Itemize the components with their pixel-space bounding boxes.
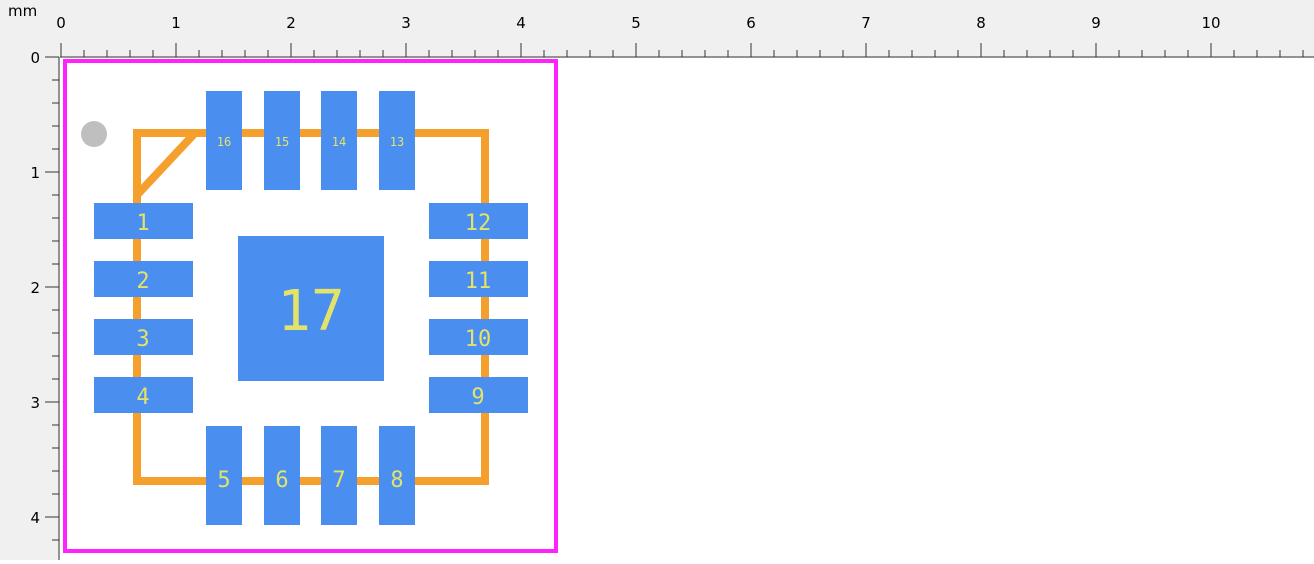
pad-2[interactable] xyxy=(94,261,193,297)
pad-6-label: 6 xyxy=(275,468,288,493)
pad-6[interactable] xyxy=(264,426,300,525)
pad-16[interactable] xyxy=(206,91,242,190)
pad-11-label: 11 xyxy=(465,269,492,294)
pad-8[interactable] xyxy=(379,426,415,525)
y-label-0: 0 xyxy=(30,49,40,67)
silkscreen-body xyxy=(133,129,489,485)
top-ruler xyxy=(0,0,1314,58)
pad-11[interactable] xyxy=(429,261,528,297)
x-label-3: 3 xyxy=(401,14,411,32)
pad-1-label: 1 xyxy=(136,211,149,236)
pad-7-label: 7 xyxy=(332,468,345,493)
pad-5[interactable] xyxy=(206,426,242,525)
pad-4[interactable] xyxy=(94,377,193,413)
x-label-5: 5 xyxy=(631,14,641,32)
x-label-8: 8 xyxy=(976,14,986,32)
pad-15[interactable] xyxy=(264,91,300,190)
y-label-2: 2 xyxy=(30,279,40,297)
x-ruler-labels: 0 1 2 3 4 5 6 7 8 9 10 xyxy=(56,14,1220,32)
silkscreen-outline xyxy=(133,129,489,485)
pad-13-label: 13 xyxy=(390,135,404,149)
y-ruler-labels: 0 1 2 3 4 xyxy=(30,49,40,527)
x-ruler-ticks xyxy=(60,43,1304,57)
pad-3[interactable] xyxy=(94,319,193,355)
pad-14-label: 14 xyxy=(332,135,346,149)
pad-12[interactable] xyxy=(429,203,528,239)
pad-1[interactable] xyxy=(94,203,193,239)
pad-4-label: 4 xyxy=(136,385,149,410)
x-label-0: 0 xyxy=(56,14,66,32)
pad-9[interactable] xyxy=(429,377,528,413)
pad-17-exposed[interactable] xyxy=(238,236,384,381)
pads-right-column: 12 11 10 9 xyxy=(429,203,528,413)
x-label-9: 9 xyxy=(1091,14,1101,32)
pad-7[interactable] xyxy=(321,426,357,525)
courtyard-outline xyxy=(63,59,558,553)
pad-17-label: 17 xyxy=(277,279,344,344)
pad-10[interactable] xyxy=(429,319,528,355)
pad-15-label: 15 xyxy=(275,135,289,149)
pads-left-column: 1 2 3 4 xyxy=(94,203,193,413)
pad-3-label: 3 xyxy=(136,327,149,352)
pad-13[interactable] xyxy=(379,91,415,190)
pad-8-label: 8 xyxy=(390,468,403,493)
x-label-10: 10 xyxy=(1201,14,1220,32)
left-ruler xyxy=(0,0,60,560)
pad-10-label: 10 xyxy=(465,327,492,352)
x-label-4: 4 xyxy=(516,14,526,32)
pads-top-row: 16 15 14 13 xyxy=(206,91,415,190)
unit-label: mm xyxy=(8,2,37,20)
x-label-2: 2 xyxy=(286,14,296,32)
x-label-6: 6 xyxy=(746,14,756,32)
pads-bottom-row: 5 6 7 8 xyxy=(206,426,415,525)
pad-12-label: 12 xyxy=(465,211,492,236)
pad-5-label: 5 xyxy=(217,468,230,493)
y-ruler-ticks xyxy=(45,56,59,541)
silkscreen-pin1-chamfer xyxy=(134,130,198,198)
y-label-4: 4 xyxy=(30,509,40,527)
pad-2-label: 2 xyxy=(136,269,149,294)
pad-9-label: 9 xyxy=(471,385,484,410)
pad-16-label: 16 xyxy=(217,135,231,149)
y-label-1: 1 xyxy=(30,164,40,182)
y-label-3: 3 xyxy=(30,394,40,412)
x-label-1: 1 xyxy=(171,14,181,32)
pin1-marker-dot xyxy=(81,121,107,147)
pad-14[interactable] xyxy=(321,91,357,190)
x-label-7: 7 xyxy=(861,14,871,32)
